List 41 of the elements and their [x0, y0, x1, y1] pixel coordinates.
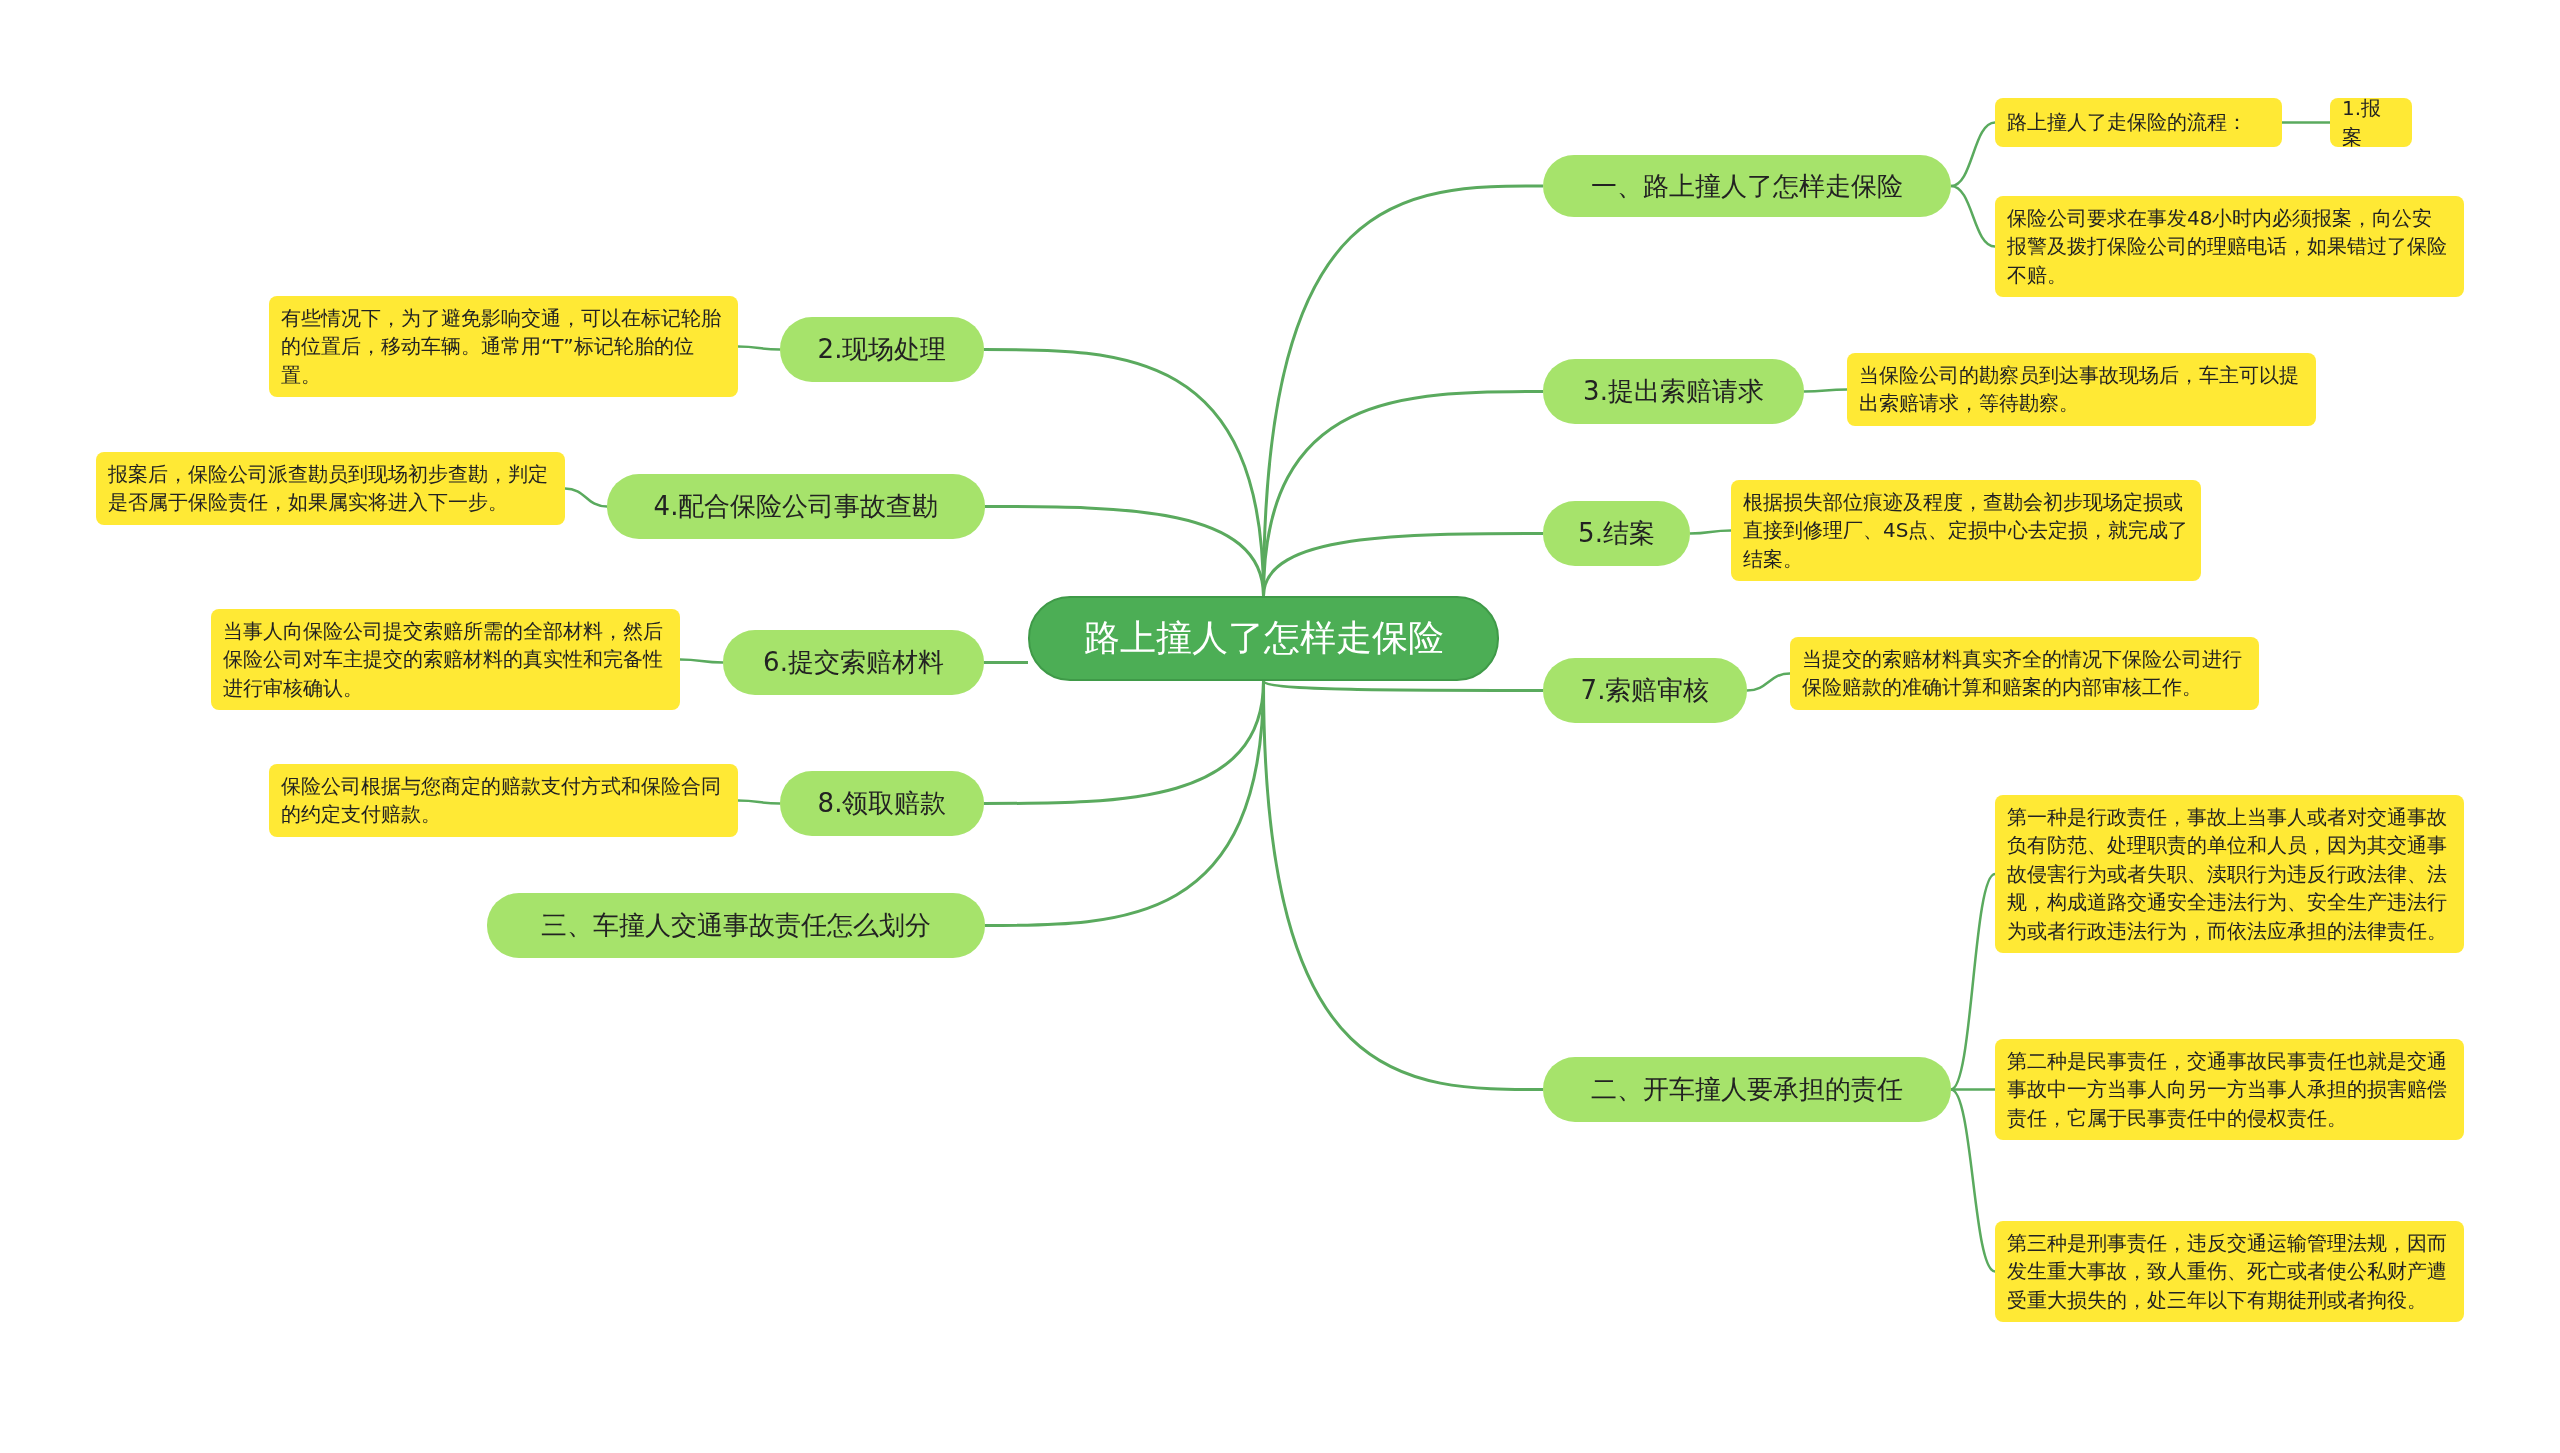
note-box: 保险公司根据与您商定的赔款支付方式和保险合同的约定支付赔款。	[269, 764, 738, 837]
note-box: 当保险公司的勘察员到达事故现场后，车主可以提出索赔请求，等待勘察。	[1847, 353, 2316, 426]
note-box: 第二种是民事责任，交通事故民事责任也就是交通事故中一方当事人向另一方当事人承担的损害赔偿责任，它属于民事责任中的侵权责任。	[1995, 1039, 2464, 1141]
note-box: 当提交的索赔材料真实齐全的情况下保险公司进行保险赔款的准确计算和赔案的内部审核工作。	[1790, 637, 2259, 710]
connector-line	[738, 799, 780, 805]
note-box: 报案后，保险公司派查勘员到现场初步查勘，判定是否属于保险责任，如果属实将进入下一步。	[96, 452, 565, 525]
connector-line	[680, 658, 723, 664]
topic-box: 5.结案	[1543, 501, 1690, 566]
topic-box: 3.提出索赔请求	[1543, 359, 1804, 424]
note-box: 路上撞人了走保险的流程：	[1995, 98, 2282, 147]
topic-box: 4.配合保险公司事故查勘	[607, 474, 985, 539]
connector-line	[1950, 873, 1996, 1091]
connector-line	[564, 487, 608, 508]
topic-box: 三、车撞人交通事故责任怎么划分	[487, 893, 985, 958]
note-box: 当事人向保险公司提交索赔所需的全部材料，然后保险公司对车主提交的索赔材料的真实性和完备性进行审核确认。	[211, 609, 680, 711]
connector-line	[2282, 121, 2330, 124]
connector-line	[1804, 388, 1847, 393]
connector-line	[1950, 121, 1996, 188]
connector-line	[984, 661, 1028, 664]
topic-box: 2.现场处理	[780, 317, 984, 382]
note-box: 1.报案	[2330, 98, 2412, 147]
central-topic: 路上撞人了怎样走保险	[1028, 596, 1499, 681]
note-box: 有些情况下，为了避免影响交通，可以在标记轮胎的位置后，移动车辆。通常用“T”标记轮胎的位置。	[269, 296, 738, 398]
connector-line	[1950, 184, 1996, 248]
connector-line	[1951, 1088, 1995, 1091]
topic-box: 6.提交索赔材料	[723, 630, 984, 695]
topic-box: 二、开车撞人要承担的责任	[1543, 1057, 1951, 1122]
connector-line	[738, 345, 780, 351]
note-box: 根据损失部位痕迹及程度，查勘会初步现场定损或直接到修理厂、4S点、定损中心去定损，就完成了结案。	[1731, 480, 2201, 582]
connector-line	[1690, 529, 1731, 535]
connector-line	[985, 680, 1265, 927]
note-box: 第一种是行政责任，事故上当事人或者对交通事故负有防范、处理职责的单位和人员，因为其交通事故侵害行为或者失职、渎职行为违反行政法律、法规，构成道路交通安全违法行为、安全生产违法行为或者行政违法行为，而依法应承担的法律责任。	[1995, 795, 2464, 953]
note-box: 第三种是刑事责任，违反交通运输管理法规，因而发生重大事故，致人重伤、死亡或者使公私财产遭受重大损失的，处三年以下有期徒刑或者拘役。	[1995, 1221, 2464, 1323]
topic-box: 一、路上撞人了怎样走保险	[1543, 155, 1951, 217]
topic-box: 7.索赔审核	[1543, 658, 1747, 723]
topic-box: 8.领取赔款	[780, 771, 984, 836]
note-box: 保险公司要求在事发48小时内必须报案，向公安报警及拨打保险公司的理赔电话，如果错过了保险不赔。	[1995, 196, 2464, 298]
connector-line	[1262, 679, 1543, 692]
connector-line	[1950, 1088, 1996, 1273]
connector-line	[1746, 672, 1791, 692]
connector-line	[985, 505, 1265, 597]
